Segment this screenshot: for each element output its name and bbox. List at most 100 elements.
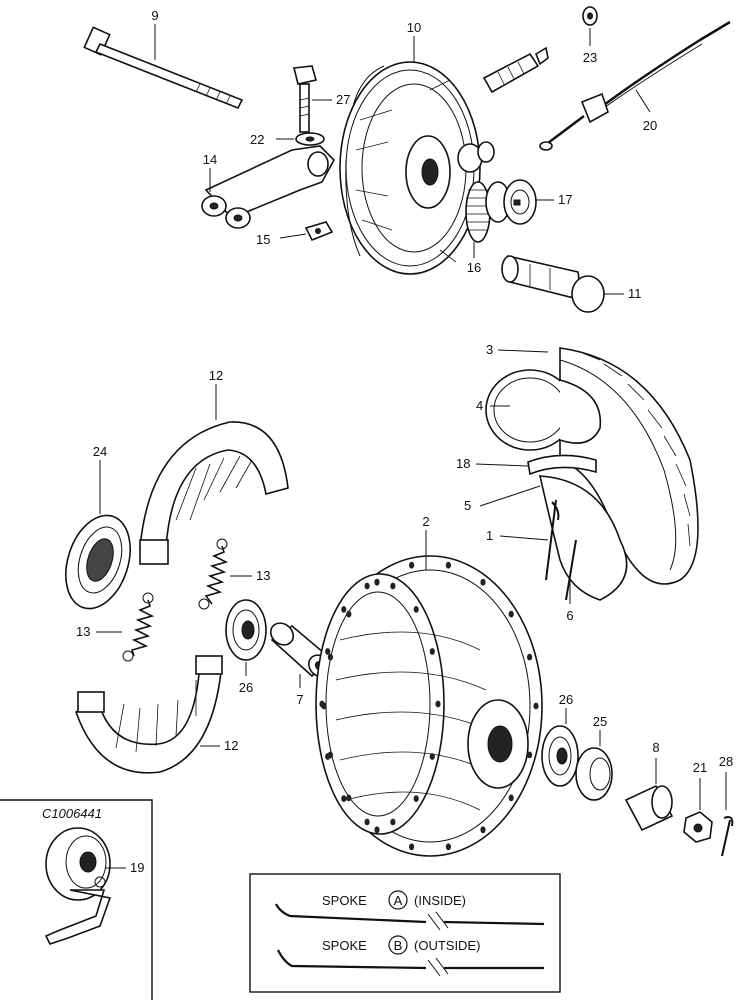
spoke-hole — [364, 818, 370, 826]
brake-shoe-lower-part-12 — [75, 655, 223, 774]
spoke-a-circle — [388, 890, 408, 910]
callout-27: 27 — [336, 92, 350, 107]
spoke-hole — [341, 606, 347, 613]
spoke-b-drawing — [277, 949, 427, 970]
spoke-b-circle — [388, 935, 408, 955]
spoke-hole — [508, 794, 514, 802]
speedometer-gear-part-16 — [465, 181, 511, 243]
callout-5: 5 — [464, 498, 471, 513]
wheel-hub-part-2 — [315, 555, 543, 857]
spoke-a-note: (INSIDE) — [414, 893, 466, 908]
dust-seal-part-25 — [575, 747, 613, 801]
spoke-hole — [325, 648, 331, 655]
spoke-legend: SPOKE A (INSIDE) SPOKE B (OUTSIDE) — [249, 873, 561, 993]
bearing-right-part-26 — [541, 725, 579, 787]
callout-10: 10 — [407, 20, 421, 35]
washer-23-hole — [587, 12, 593, 20]
callout-18: 18 — [456, 456, 470, 471]
callout-17: 17 — [558, 192, 572, 207]
callout-26-left: 26 — [239, 680, 253, 695]
inset-panel: C1006441 19 — [0, 799, 153, 1000]
spoke-hole — [409, 843, 415, 851]
speedometer-gearbox-part-19 — [44, 827, 112, 945]
callout-2: 2 — [422, 514, 429, 529]
spoke-hole — [435, 700, 441, 708]
axle-bolt-part-9 — [83, 26, 244, 110]
spoke-hole — [327, 653, 333, 661]
callout-23: 23 — [583, 50, 597, 65]
callout-7: 7 — [296, 692, 303, 707]
spoke-hole — [413, 795, 419, 802]
callout-22: 22 — [250, 132, 264, 147]
spoke-hole — [346, 794, 352, 802]
speedometer-cable-part-20 — [539, 20, 731, 151]
axle-collar-part-8 — [624, 784, 674, 832]
spoke-hole — [413, 606, 419, 613]
spoke-hole — [390, 582, 396, 590]
brake-spring-lower-part-13 — [122, 592, 155, 662]
spoke-hole — [480, 826, 486, 834]
spoke-hole — [527, 751, 533, 759]
callout-20: 20 — [643, 118, 657, 133]
spokes-part-1-6 — [545, 499, 577, 601]
spoke-hole — [319, 700, 325, 708]
axle-nut-hole — [693, 823, 703, 833]
callout-25: 25 — [593, 714, 607, 729]
inner-tube-part-4 — [485, 369, 602, 451]
bolt-part-27 — [293, 65, 318, 133]
oil-seal-part-24 — [65, 514, 131, 610]
callout-4: 4 — [476, 398, 483, 413]
spoke-hole — [374, 578, 380, 586]
spoke-b-note: (OUTSIDE) — [414, 938, 480, 953]
wear-indicator-part-15 — [304, 221, 334, 242]
spoke-hole — [429, 753, 435, 760]
hub-spoke-holes — [319, 561, 539, 851]
callout-13-upper: 13 — [256, 568, 270, 583]
brake-cam-part-11 — [501, 254, 605, 313]
spoke-a-drawing — [275, 903, 427, 924]
brake-arm-part-14 — [201, 145, 335, 229]
callout-19: 19 — [130, 860, 144, 875]
brake-spring-upper-part-13 — [198, 538, 229, 610]
callout-14: 14 — [203, 152, 217, 167]
spoke-a-label: SPOKE — [322, 893, 367, 908]
callout-6: 6 — [566, 608, 573, 623]
spoke-hole — [390, 818, 396, 826]
spoke-hole — [445, 843, 451, 851]
callout-9: 9 — [151, 8, 158, 23]
callout-15: 15 — [256, 232, 270, 247]
spoke-hole — [341, 795, 347, 802]
callout-3: 3 — [486, 342, 493, 357]
speedometer-pinion — [482, 46, 549, 94]
spoke-hole — [364, 582, 370, 590]
rim-part-5 — [538, 475, 628, 601]
inset-code: C1006441 — [42, 806, 102, 821]
callout-12-upper: 12 — [209, 368, 223, 383]
callout-13-lower: 13 — [76, 624, 90, 639]
callout-1: 1 — [486, 528, 493, 543]
rim-band-part-18 — [527, 454, 597, 476]
callout-8: 8 — [652, 740, 659, 755]
brake-panel-part-10 — [339, 61, 495, 275]
spoke-hole — [527, 653, 533, 661]
bearing-left-part-26 — [225, 599, 267, 661]
spoke-hole — [508, 610, 514, 618]
callout-28: 28 — [719, 754, 733, 769]
spoke-hole — [325, 753, 331, 760]
gear-retainer-part-17 — [503, 179, 537, 225]
spoke-hole — [480, 578, 486, 586]
callout-16: 16 — [467, 260, 481, 275]
spoke-hole — [346, 610, 352, 618]
callout-26-right: 26 — [559, 692, 573, 707]
callout-12-lower: 12 — [224, 738, 238, 753]
spoke-hole — [533, 702, 539, 710]
cotter-pin-part-28 — [721, 816, 734, 857]
washer-hole — [305, 136, 315, 142]
spoke-hole — [429, 648, 435, 655]
spoke-a-letter: A — [394, 893, 403, 908]
spoke-b-letter: B — [394, 938, 403, 953]
spoke-hole — [409, 561, 415, 569]
spoke-hole — [445, 561, 451, 569]
brake-shoe-upper-part-12 — [139, 421, 289, 565]
spoke-hole — [374, 826, 380, 834]
